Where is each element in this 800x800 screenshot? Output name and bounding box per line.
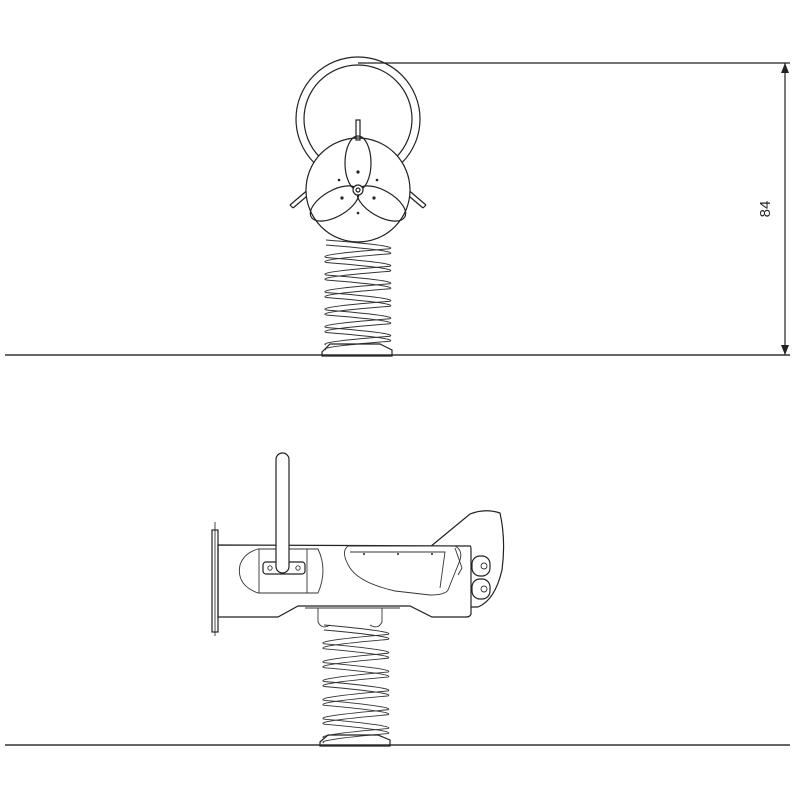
spring-base-side bbox=[319, 734, 391, 747]
spring-coil bbox=[322, 686, 390, 706]
spring-coil bbox=[322, 704, 390, 725]
spring-base-front bbox=[321, 343, 393, 357]
spring-front bbox=[324, 239, 392, 351]
spring-coil bbox=[324, 239, 392, 258]
spring-coil bbox=[324, 309, 392, 328]
spring-coil bbox=[322, 662, 390, 682]
propeller-hub-center bbox=[355, 187, 361, 193]
height-dimension: 84 bbox=[358, 62, 790, 355]
spring-coil bbox=[324, 327, 392, 346]
spring-coil bbox=[324, 297, 392, 316]
spring-coil bbox=[322, 629, 390, 650]
spring-coil bbox=[322, 667, 390, 687]
side-view bbox=[5, 452, 790, 747]
spring-coil bbox=[324, 292, 392, 311]
spring-coil bbox=[324, 244, 392, 263]
spring-mount bbox=[305, 607, 400, 628]
propeller bbox=[309, 135, 407, 222]
seat-panel bbox=[238, 548, 324, 594]
height-dimension-label: 84 bbox=[757, 201, 774, 218]
spring-coil bbox=[322, 681, 390, 701]
spring-coil bbox=[324, 257, 392, 276]
spring-coil bbox=[324, 279, 392, 298]
spring-coil bbox=[322, 699, 390, 720]
front-view: 84 bbox=[5, 56, 790, 357]
spring-coil bbox=[322, 723, 390, 744]
spring-side bbox=[322, 624, 390, 744]
spring-coil bbox=[322, 718, 390, 739]
spring-coil bbox=[322, 624, 390, 645]
cockpit-window bbox=[344, 545, 462, 596]
footrest-lower bbox=[471, 578, 491, 600]
spring-coil bbox=[324, 274, 392, 293]
propeller-hub bbox=[352, 184, 364, 196]
spring-coil bbox=[322, 648, 390, 669]
stick-top-front bbox=[355, 119, 361, 141]
footrest-upper bbox=[471, 555, 491, 577]
spring-coil bbox=[324, 262, 392, 281]
tail-fin bbox=[429, 510, 505, 608]
spring-coil bbox=[324, 332, 392, 351]
handle-stick bbox=[275, 452, 290, 574]
spring-coil bbox=[324, 314, 392, 333]
spring-coil bbox=[322, 643, 390, 664]
bolt-holes bbox=[337, 170, 379, 215]
